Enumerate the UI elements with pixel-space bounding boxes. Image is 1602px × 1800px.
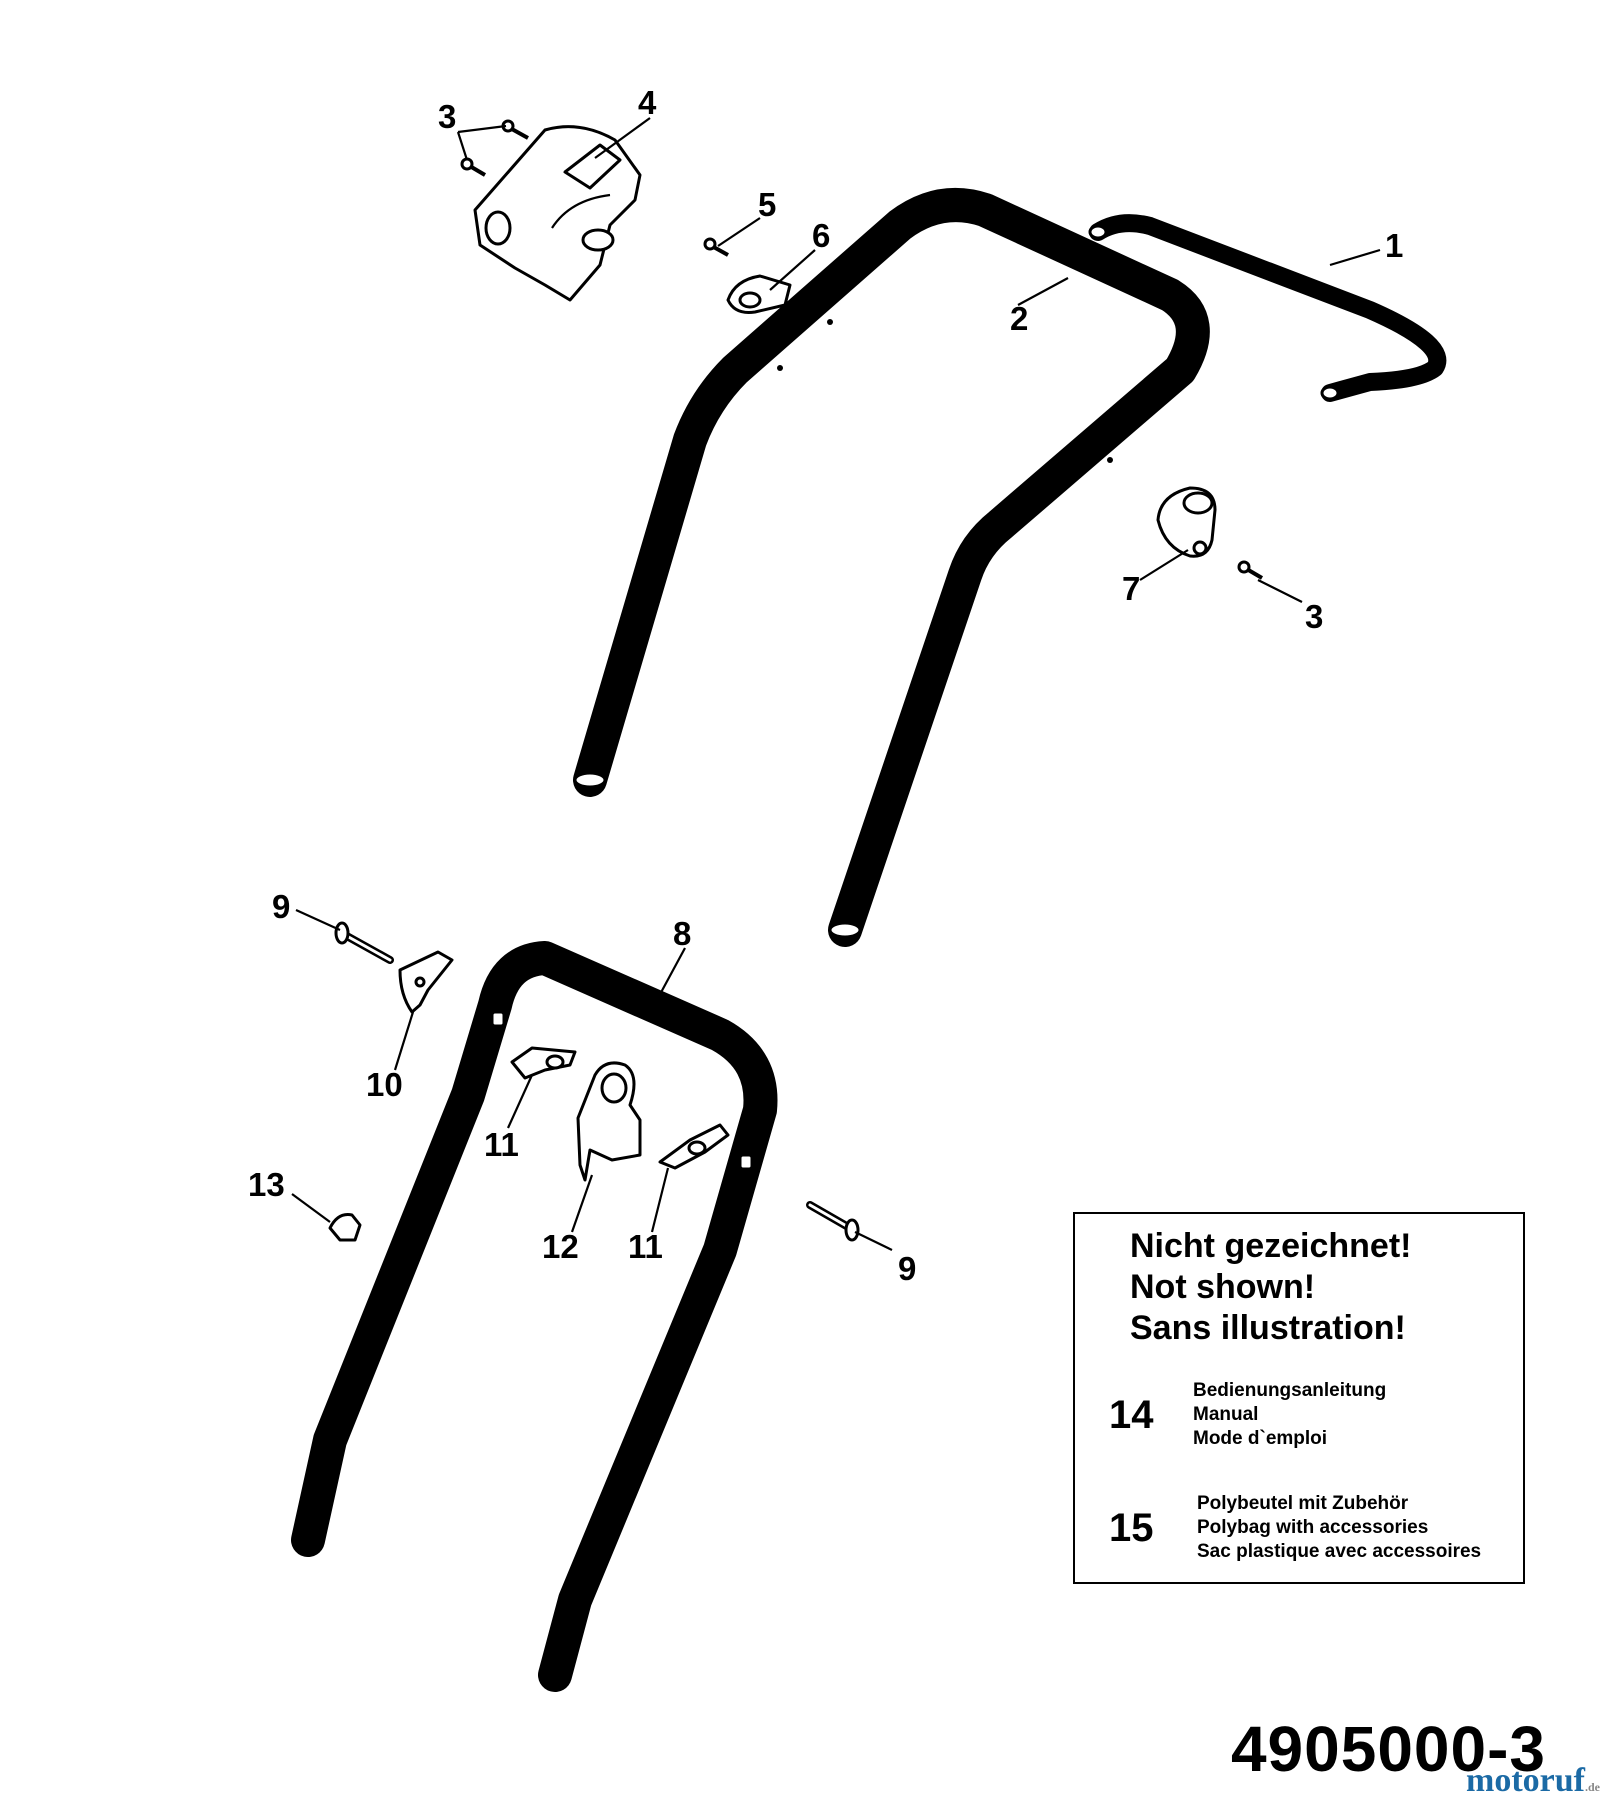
callout-12: 12 <box>542 1228 579 1265</box>
note-line: Polybeutel mit Zubehör <box>1197 1493 1409 1514</box>
screw-top-a <box>501 119 529 140</box>
note-item-text: Polybeutel mit Zubehör Polybag with acce… <box>1197 1492 1481 1564</box>
bolt-9-right <box>806 1201 860 1242</box>
clip-13 <box>328 1213 362 1242</box>
bracket-10 <box>398 950 454 1014</box>
control-bar <box>1088 214 1447 402</box>
callout-6: 6 <box>812 217 830 254</box>
callout-10: 10 <box>366 1066 403 1103</box>
callout-numbers: 1 2 3 3 4 5 6 7 8 9 9 10 11 11 12 13 <box>248 84 1403 1287</box>
screw-right <box>1237 560 1264 580</box>
bolt-9-left <box>334 921 394 964</box>
screw-top-b <box>460 157 487 177</box>
bracket-plate-12 <box>576 1061 642 1182</box>
watermark-logo: motoruf.de <box>1466 1762 1600 1800</box>
callout-2: 2 <box>1010 300 1028 337</box>
callout-7: 7 <box>1122 570 1140 607</box>
note-heading: Nicht gezeichnet! Not shown! Sans illust… <box>1130 1226 1411 1349</box>
screw-5 <box>703 237 729 257</box>
note-line: Sac plastique avec accessoires <box>1197 1541 1482 1562</box>
note-item-number: 15 <box>1109 1506 1154 1550</box>
callout-13: 13 <box>248 1166 285 1203</box>
cable-clamp-7 <box>1156 486 1217 558</box>
callout-9-left: 9 <box>272 888 290 925</box>
callout-3-right: 3 <box>1305 598 1323 635</box>
note-item-number: 14 <box>1109 1393 1154 1437</box>
clip-11-right <box>658 1123 730 1170</box>
callout-9-right: 9 <box>898 1250 916 1287</box>
callout-4: 4 <box>638 84 657 121</box>
lower-handle-bar <box>291 941 778 1692</box>
clip-11-left <box>510 1046 577 1080</box>
callout-8: 8 <box>673 915 691 952</box>
callout-3-top: 3 <box>438 98 456 135</box>
note-heading-fr: Sans illustration! <box>1130 1309 1406 1347</box>
callout-11-left: 11 <box>484 1126 519 1163</box>
note-line: Mode d`emploi <box>1193 1428 1328 1449</box>
note-heading-de: Nicht gezeichnet! <box>1130 1227 1412 1265</box>
note-heading-en: Not shown! <box>1130 1268 1316 1306</box>
note-line: Manual <box>1193 1404 1259 1425</box>
callout-1: 1 <box>1385 227 1403 264</box>
callout-5: 5 <box>758 186 776 223</box>
leader-lines <box>291 117 1381 1251</box>
upper-handle-bar <box>573 188 1210 947</box>
callout-11-right: 11 <box>628 1228 663 1265</box>
note-item-text: Bedienungsanleitung Manual Mode d`emploi <box>1193 1379 1386 1451</box>
watermark-brand: motoruf <box>1466 1762 1585 1799</box>
drawing-number: 4905000-3 <box>1230 1713 1546 1785</box>
watermark-tld: .de <box>1585 1780 1600 1794</box>
not-shown-note: Nicht gezeichnet! Not shown! Sans illust… <box>1073 1212 1525 1584</box>
note-line: Polybag with accessories <box>1197 1517 1429 1538</box>
switch-housing <box>473 125 642 302</box>
note-line: Bedienungsanleitung <box>1193 1380 1387 1401</box>
